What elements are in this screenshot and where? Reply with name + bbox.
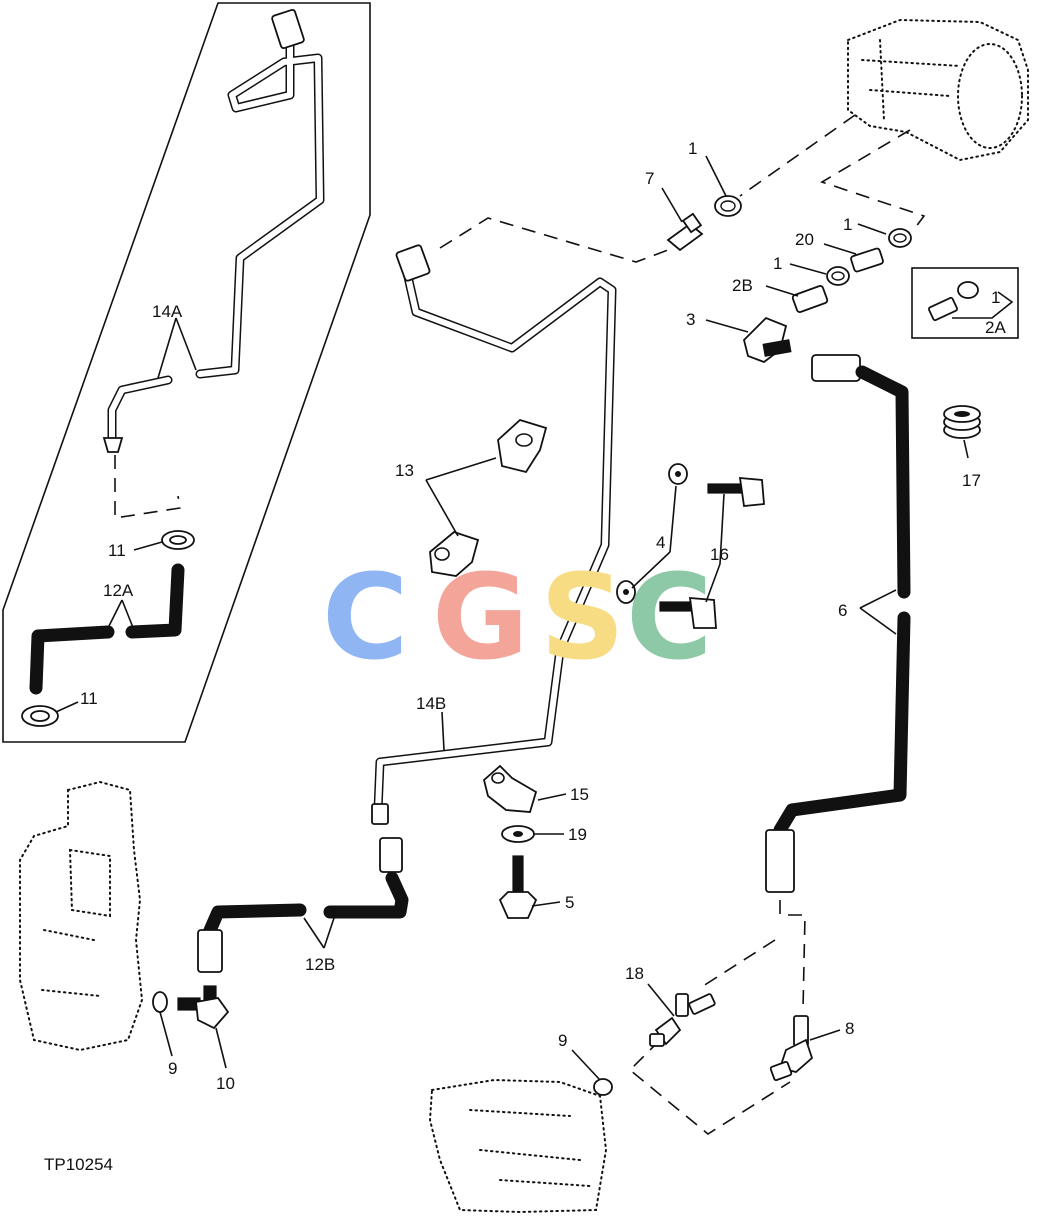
label-19: 19 — [568, 825, 587, 844]
label-14a: 14A — [152, 302, 183, 321]
watermark-letter-2: G — [432, 548, 529, 686]
label-11-upper: 11 — [108, 541, 126, 560]
watermark: C G S C — [322, 548, 713, 686]
hose-12a — [29, 563, 185, 695]
label-18: 18 — [625, 964, 644, 983]
label-12a: 12A — [103, 581, 134, 600]
label-20: 20 — [795, 230, 814, 249]
washer-19 — [501, 825, 535, 843]
label-3: 3 — [686, 310, 695, 329]
fitting-2b — [791, 285, 829, 313]
fitting-20 — [850, 247, 884, 273]
label-17: 17 — [962, 471, 981, 490]
label-4: 4 — [656, 533, 665, 552]
clamp-15 — [482, 764, 538, 813]
label-1-mid: 1 — [773, 254, 782, 273]
watermark-letter-1: C — [322, 548, 409, 686]
grommet-17 — [943, 405, 981, 439]
inset-panel — [2, 2, 371, 743]
elbow-8 — [769, 1015, 814, 1081]
leader-lines — [55, 155, 969, 1081]
hose-6 — [765, 354, 911, 893]
elbow-10 — [177, 985, 230, 1030]
clamp-11-lower — [21, 705, 59, 727]
washer-4-upper — [668, 463, 688, 485]
fitting-7 — [666, 212, 704, 252]
clamp-13-upper — [497, 418, 548, 474]
elbow-3 — [743, 316, 792, 364]
label-15: 15 — [570, 785, 589, 804]
dotted-valve-bottom — [428, 1078, 608, 1214]
o-ring-9-left — [152, 991, 168, 1013]
watermark-letter-4: C — [626, 548, 713, 686]
o-ring-1-right — [888, 228, 912, 248]
label-7: 7 — [645, 169, 654, 188]
clamp-11-upper — [161, 530, 195, 550]
tee-18 — [649, 993, 716, 1047]
label-10: 10 — [216, 1074, 235, 1093]
label-16: 16 — [710, 545, 729, 564]
bolt-5 — [498, 855, 538, 919]
part-labels: 1 7 1 20 1 2B 3 1 2A 17 14A 11 12A 11 13… — [44, 139, 1006, 1174]
dotted-pump-top-right — [847, 18, 1029, 162]
label-1-right: 1 — [843, 215, 852, 234]
label-13: 13 — [395, 461, 414, 480]
label-14b: 14B — [416, 694, 446, 713]
bolt-16-lower — [659, 597, 717, 629]
o-ring-1-top — [714, 195, 742, 217]
inset-box-2a — [911, 267, 1019, 339]
tube-14b — [371, 244, 617, 825]
watermark-letter-3: S — [540, 548, 625, 686]
label-6: 6 — [838, 601, 847, 620]
hose-12b — [197, 837, 409, 973]
label-1-top: 1 — [688, 139, 697, 158]
washer-4-lower — [616, 580, 636, 604]
label-1-box: 1 — [991, 288, 1000, 307]
o-ring-9-right — [593, 1078, 613, 1096]
label-11-lower: 11 — [80, 689, 98, 708]
label-8: 8 — [845, 1019, 854, 1038]
label-2b: 2B — [732, 276, 753, 295]
label-9-left: 9 — [168, 1059, 177, 1078]
tube-14a — [102, 9, 325, 453]
dotted-valve-left — [19, 780, 144, 1052]
label-2a: 2A — [985, 318, 1006, 337]
clamp-13-lower — [429, 530, 480, 577]
o-ring-1-mid — [826, 266, 850, 286]
label-9-right: 9 — [558, 1031, 567, 1050]
label-12b: 12B — [305, 955, 335, 974]
reference-code: TP10254 — [44, 1155, 113, 1174]
bolt-16-upper — [707, 477, 765, 507]
label-5: 5 — [565, 893, 574, 912]
